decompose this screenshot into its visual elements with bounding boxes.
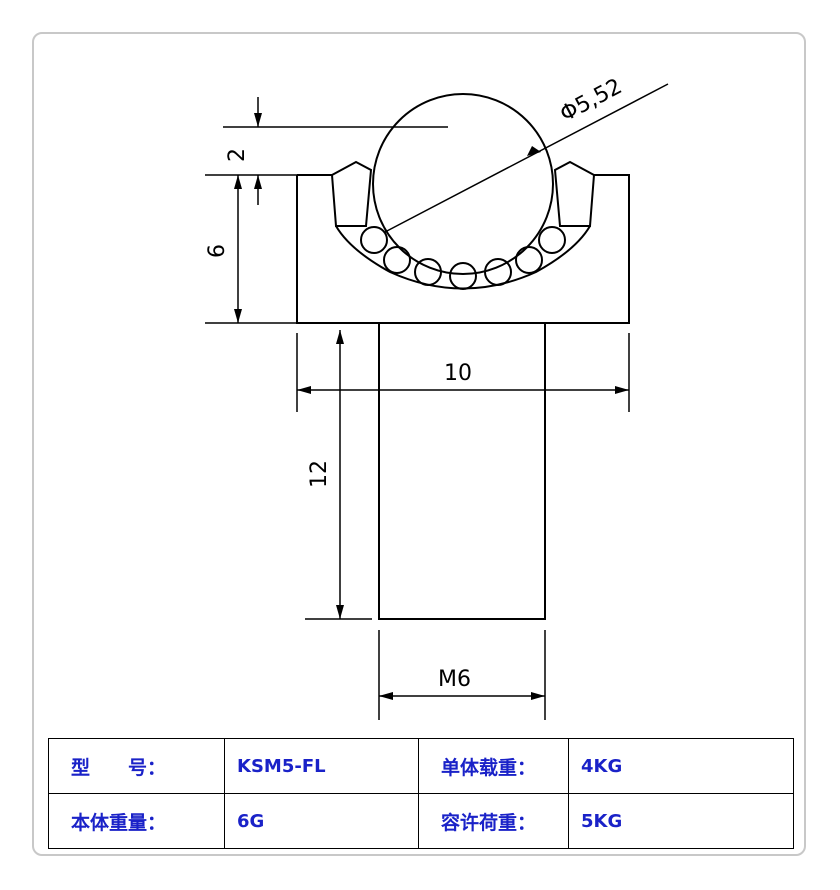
- body-height-label: 6: [205, 244, 230, 258]
- spec-row: 本体重量： 6G 容许荷重： 5KG: [48, 793, 794, 849]
- support-balls: [360, 226, 566, 290]
- diameter-arrow: [527, 146, 541, 156]
- ball-seat: [335, 225, 591, 290]
- housing-outline: [296, 174, 630, 324]
- protrusion-label: 2: [225, 148, 250, 162]
- support-ball: [449, 262, 477, 290]
- body-width-dimension: [296, 333, 630, 412]
- protrusion-dimension: [205, 97, 448, 205]
- spec-label-model: 型 号：: [48, 738, 225, 794]
- spec-label-unit-load: 单体载重：: [418, 738, 569, 794]
- support-ball: [538, 226, 566, 254]
- support-ball: [515, 246, 543, 274]
- body-width-label: 10: [444, 361, 472, 386]
- diameter-leader: [384, 83, 669, 233]
- thread-label: M6: [438, 667, 471, 692]
- threaded-stud: [378, 322, 546, 620]
- spec-label-weight: 本体重量：: [48, 793, 225, 849]
- support-ball: [383, 246, 411, 274]
- support-ball: [360, 226, 388, 254]
- thread-dimension: [378, 630, 546, 720]
- main-ball: [372, 93, 554, 275]
- body-height-dimension: [205, 175, 297, 324]
- left-retainer: [330, 160, 373, 227]
- diameter-label: Φ5,52: [556, 74, 626, 127]
- stud-length-label: 12: [307, 460, 332, 488]
- drawing-card: [32, 32, 806, 856]
- spec-table: 型 号： KSM5-FL 单体载重： 4KG 本体重量： 6G 容许荷重： 5K…: [48, 738, 794, 849]
- spec-value-unit-load: 4KG: [568, 738, 794, 794]
- spec-row: 型 号： KSM5-FL 单体载重： 4KG: [48, 738, 794, 794]
- spec-value-weight: 6G: [224, 793, 419, 849]
- support-ball: [414, 258, 442, 286]
- stud-length-dimension: [305, 330, 372, 620]
- support-ball: [484, 258, 512, 286]
- spec-value-allowable-load: 5KG: [568, 793, 794, 849]
- spec-value-model: KSM5-FL: [224, 738, 419, 794]
- right-retainer: [553, 160, 596, 227]
- spec-label-allowable-load: 容许荷重：: [418, 793, 569, 849]
